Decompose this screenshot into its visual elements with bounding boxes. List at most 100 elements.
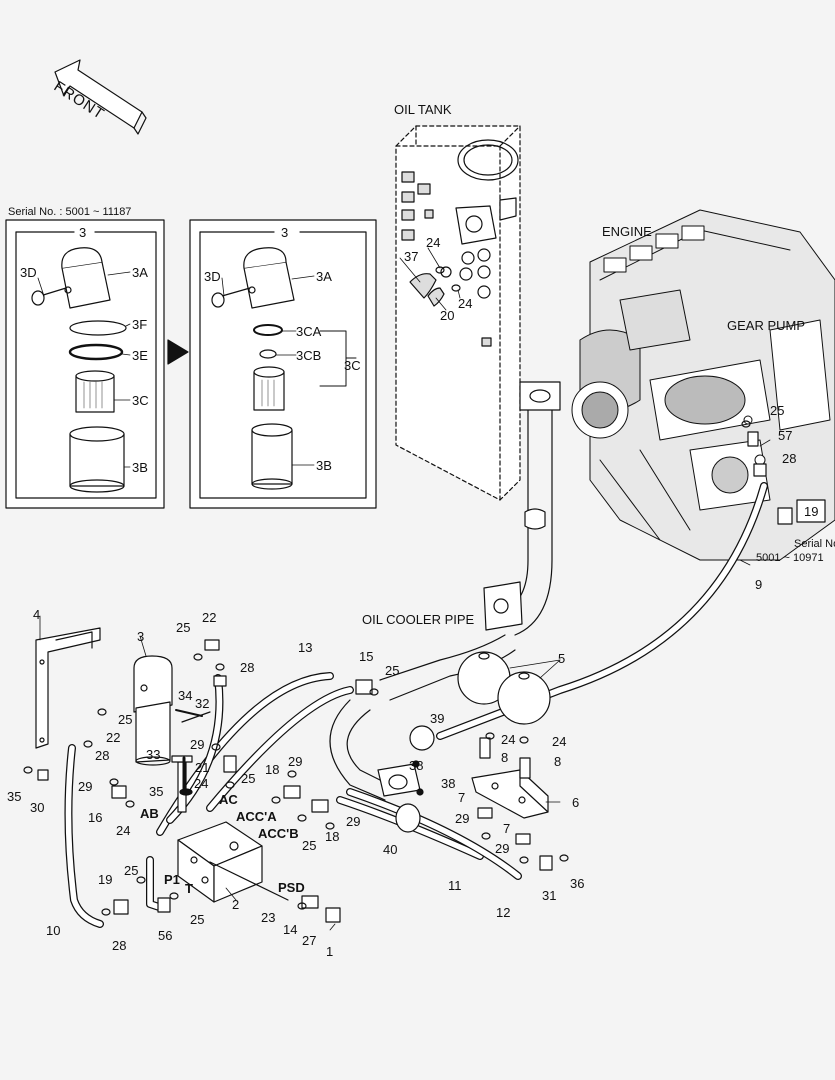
callout-29a: 29 xyxy=(190,737,205,752)
callout-25d: 25 xyxy=(118,712,133,727)
callout-37: 37 xyxy=(404,249,419,264)
callout-28d: 28 xyxy=(112,938,127,953)
engine xyxy=(571,209,835,561)
callout-23: 23 xyxy=(261,910,276,925)
part-3c-old: 3C xyxy=(132,393,149,408)
callout-35a: 35 xyxy=(149,784,164,799)
callout-29e: 29 xyxy=(455,811,470,826)
callout-20: 20 xyxy=(440,308,455,323)
callout-21: 21 xyxy=(195,760,210,775)
callout-13: 13 xyxy=(298,640,313,655)
callout-40: 40 xyxy=(383,842,398,857)
oil-tank xyxy=(395,125,521,501)
callout-10: 10 xyxy=(46,923,61,938)
callout-2: 2 xyxy=(232,897,240,912)
callout-36: 36 xyxy=(570,876,585,891)
callout-39: 39 xyxy=(430,711,445,726)
callout-8a: 8 xyxy=(501,750,509,765)
port-acc-b: ACC'B xyxy=(258,826,299,841)
part-3a-new: 3A xyxy=(316,269,332,284)
part-3f-old: 3F xyxy=(132,317,148,332)
callout-24a: 24 xyxy=(426,235,441,250)
callout-7a: 7 xyxy=(458,790,466,805)
callout-24c: 24 xyxy=(501,732,516,747)
callout-25g: 25 xyxy=(124,863,139,878)
serial-range-left: Serial No. : 5001 ~ 11187 xyxy=(8,206,132,218)
callout-29b: 29 xyxy=(288,754,303,769)
front-arrow-icon xyxy=(54,59,147,135)
callout-11: 11 xyxy=(448,878,462,893)
arrow-right-icon xyxy=(167,339,189,365)
port-acc-a: ACC'A xyxy=(236,809,277,824)
bracket-6 xyxy=(471,769,549,819)
filter-new-title: 3 xyxy=(281,225,289,240)
part-3ca-new: 3CA xyxy=(296,324,322,339)
gear-pump-label: GEAR PUMP xyxy=(727,318,806,333)
callout-24b: 24 xyxy=(458,296,473,311)
callout-18a: 18 xyxy=(265,762,280,777)
callout-19b: 19 xyxy=(804,504,819,519)
leader-lines xyxy=(37,247,771,931)
port-ab: AB xyxy=(140,806,159,821)
callout-14: 14 xyxy=(283,922,298,937)
engine-label: ENGINE xyxy=(602,224,652,239)
o-rings xyxy=(23,266,751,916)
callout-24f: 24 xyxy=(116,823,131,838)
clamps xyxy=(395,725,435,833)
callout-24e: 24 xyxy=(194,776,209,791)
callout-38b: 38 xyxy=(441,776,456,791)
callout-6: 6 xyxy=(572,795,580,810)
callout-25h: 25 xyxy=(190,912,205,927)
callout-5: 5 xyxy=(558,651,566,666)
callout-29d: 29 xyxy=(346,814,361,829)
filter-assembly-3 xyxy=(133,655,173,766)
callout-29c: 29 xyxy=(78,779,93,794)
callout-28a: 28 xyxy=(782,451,797,466)
accumulators-5 xyxy=(457,651,551,725)
callout-9: 9 xyxy=(755,577,763,592)
callout-7b: 7 xyxy=(503,821,511,836)
part-3e-old: 3E xyxy=(132,348,148,363)
oil-tank-label: OIL TANK xyxy=(394,102,452,117)
filter-detail-old xyxy=(5,219,165,509)
callout-19a: 19 xyxy=(98,872,113,887)
callout-57: 57 xyxy=(778,428,793,443)
bracket-4 xyxy=(35,627,101,749)
port-p1: P1 xyxy=(164,872,180,887)
part-19-box xyxy=(796,499,826,523)
callout-34: 34 xyxy=(178,688,193,703)
callout-18b: 18 xyxy=(325,829,340,844)
oil-cooler-pipe-label: OIL COOLER PIPE xyxy=(362,612,475,627)
callout-28b: 28 xyxy=(240,660,255,675)
callout-15: 15 xyxy=(359,649,374,664)
callout-1: 1 xyxy=(326,944,334,959)
callout-12: 12 xyxy=(496,905,511,920)
callout-35b: 35 xyxy=(7,789,22,804)
callout-27: 27 xyxy=(302,933,317,948)
port-ac: AC xyxy=(219,792,238,807)
part-3b-old: 3B xyxy=(132,460,148,475)
callout-25e: 25 xyxy=(241,771,256,786)
callout-22a: 22 xyxy=(202,610,217,625)
part-3b-new: 3B xyxy=(316,458,332,473)
callout-25b: 25 xyxy=(176,620,191,635)
fittings xyxy=(37,431,793,923)
callout-25c: 25 xyxy=(385,663,400,678)
part-3cb-new: 3CB xyxy=(296,348,322,363)
callout-29f: 29 xyxy=(495,841,510,856)
filter-old-title: 3 xyxy=(79,225,87,240)
callout-24d: 24 xyxy=(552,734,567,749)
port-t: T xyxy=(185,881,193,896)
part-3a-old: 3A xyxy=(132,265,148,280)
filter-detail-new xyxy=(189,219,377,509)
part-3d-old: 3D xyxy=(20,265,37,280)
callout-16: 16 xyxy=(88,810,103,825)
callout-8b: 8 xyxy=(554,754,562,769)
callout-25f: 25 xyxy=(302,838,317,853)
hoses xyxy=(64,482,768,928)
serial-no-label: Serial No. xyxy=(794,538,835,550)
oil-cooler-pipe xyxy=(329,381,561,801)
part-3c-new: 3C xyxy=(344,358,361,373)
callout-4: 4 xyxy=(33,607,41,622)
